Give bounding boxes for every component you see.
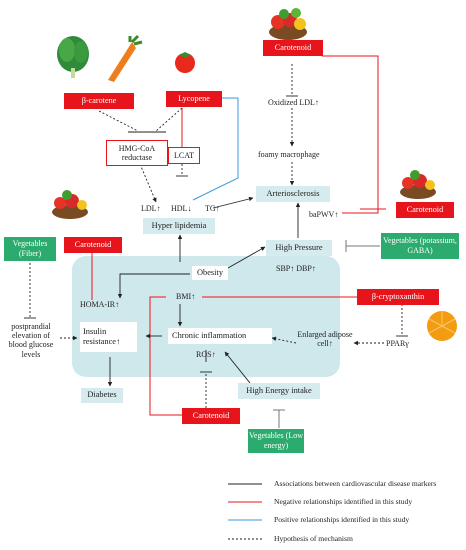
- node-ppar: PPARγ: [386, 339, 409, 348]
- node-high-energy: High Energy intake: [238, 383, 320, 399]
- vegetables-basket-icon: [269, 8, 307, 40]
- spinach-icon: [57, 36, 89, 78]
- node-high-pressure: High Pressure: [266, 240, 332, 256]
- node-vegetables-low-energy: Vegetables (Low energy): [248, 429, 304, 453]
- metabolic-region: [72, 256, 340, 377]
- vegetables-basket-icon: [52, 190, 88, 219]
- carrot-icon: [108, 34, 143, 82]
- legend-item: Positive relationships identified in thi…: [228, 514, 464, 526]
- node-vegetables-fiber: Vegetables (Fiber): [4, 237, 56, 261]
- legend-label: Negative relationships identified in thi…: [274, 497, 413, 506]
- node-foamy-macrophage: foamy macrophage: [258, 150, 320, 159]
- node-tg: TG↑: [205, 204, 220, 213]
- edge-lycopene-to-hmg: [155, 107, 183, 132]
- node-diabetes: Diabetes: [81, 388, 123, 403]
- node-beta-cryptoxanthin: β-cryptoxanthin: [357, 289, 439, 305]
- node-arteriosclerosis: Arteriosclerosis: [256, 186, 330, 202]
- edge-carotenoid-to-bapwv: [322, 55, 379, 214]
- node-obesity: Obesity: [192, 266, 228, 280]
- edge-lycopene-to-hdl: [192, 97, 239, 201]
- node-bapwv: baPWV↑: [309, 210, 339, 219]
- node-insulin-resistance: Insulin resistance↑: [80, 322, 137, 352]
- legend-item: Hypothesis of mechanism: [228, 533, 464, 545]
- edge-betacarotene-to-hmg: [98, 110, 139, 132]
- legend-item: Negative relationships identified in thi…: [228, 496, 464, 508]
- legend-label: Associations between cardiovascular dise…: [274, 479, 437, 488]
- edge-adipose-to-inflammation: [271, 336, 297, 344]
- edge-obesity-to-highpressure: [227, 246, 266, 269]
- node-homa-ir: HOMA-IR↑: [80, 300, 120, 309]
- edge-obesity-to-homa: [117, 273, 190, 299]
- node-beta-carotene: β-carotene: [64, 93, 134, 109]
- node-carotenoid-bottom: Carotenoid: [182, 408, 240, 424]
- vegetables-basket-icon: [400, 170, 436, 199]
- node-hdl: HDL↓: [171, 204, 192, 213]
- node-oxidized-ldl: Oxidized LDL↑: [268, 98, 319, 107]
- node-postprandial: postprandial elevation of blood glucose …: [8, 322, 54, 359]
- tomato-icon: [175, 52, 195, 73]
- node-carotenoid-top: Carotenoid: [263, 40, 323, 56]
- node-enlarged-adipose: Enlarged adipose cell↑: [297, 330, 353, 349]
- node-hmg-coa: HMG-CoA reductase: [106, 140, 168, 166]
- node-carotenoid-right: Carotenoid: [396, 202, 454, 218]
- edge-carotenoid-bottom-to-inflammation: [149, 296, 182, 416]
- node-chronic-inflammation: Chronic inflammation: [168, 328, 272, 344]
- edge-hyperlipidemia-to-arteriosclerosis: [212, 196, 254, 209]
- edge-highenergy-to-inflammation: [224, 351, 251, 384]
- node-lcat: LCAT: [168, 147, 200, 164]
- node-bmi: BMI↑: [176, 292, 196, 301]
- legend-label: Hypothesis of mechanism: [274, 534, 353, 543]
- node-carotenoid-left: Carotenoid: [64, 237, 122, 253]
- orange-icon: [427, 311, 457, 341]
- node-vegetables-potassium: Vegetables (potassium, GABA): [381, 233, 459, 259]
- node-sbp-dbp: SBP↑ DBP↑: [276, 264, 316, 273]
- node-ros: ROS↑: [196, 350, 216, 359]
- legend-label: Positive relationships identified in thi…: [274, 515, 410, 524]
- node-lycopene: Lycopene: [166, 91, 222, 107]
- node-hyper-lipidemia: Hyper lipidemia: [143, 218, 215, 234]
- edge-hmg-to-ldl: [139, 163, 157, 203]
- node-ldl: LDL↑: [141, 204, 161, 213]
- legend-item: Associations between cardiovascular dise…: [228, 478, 464, 490]
